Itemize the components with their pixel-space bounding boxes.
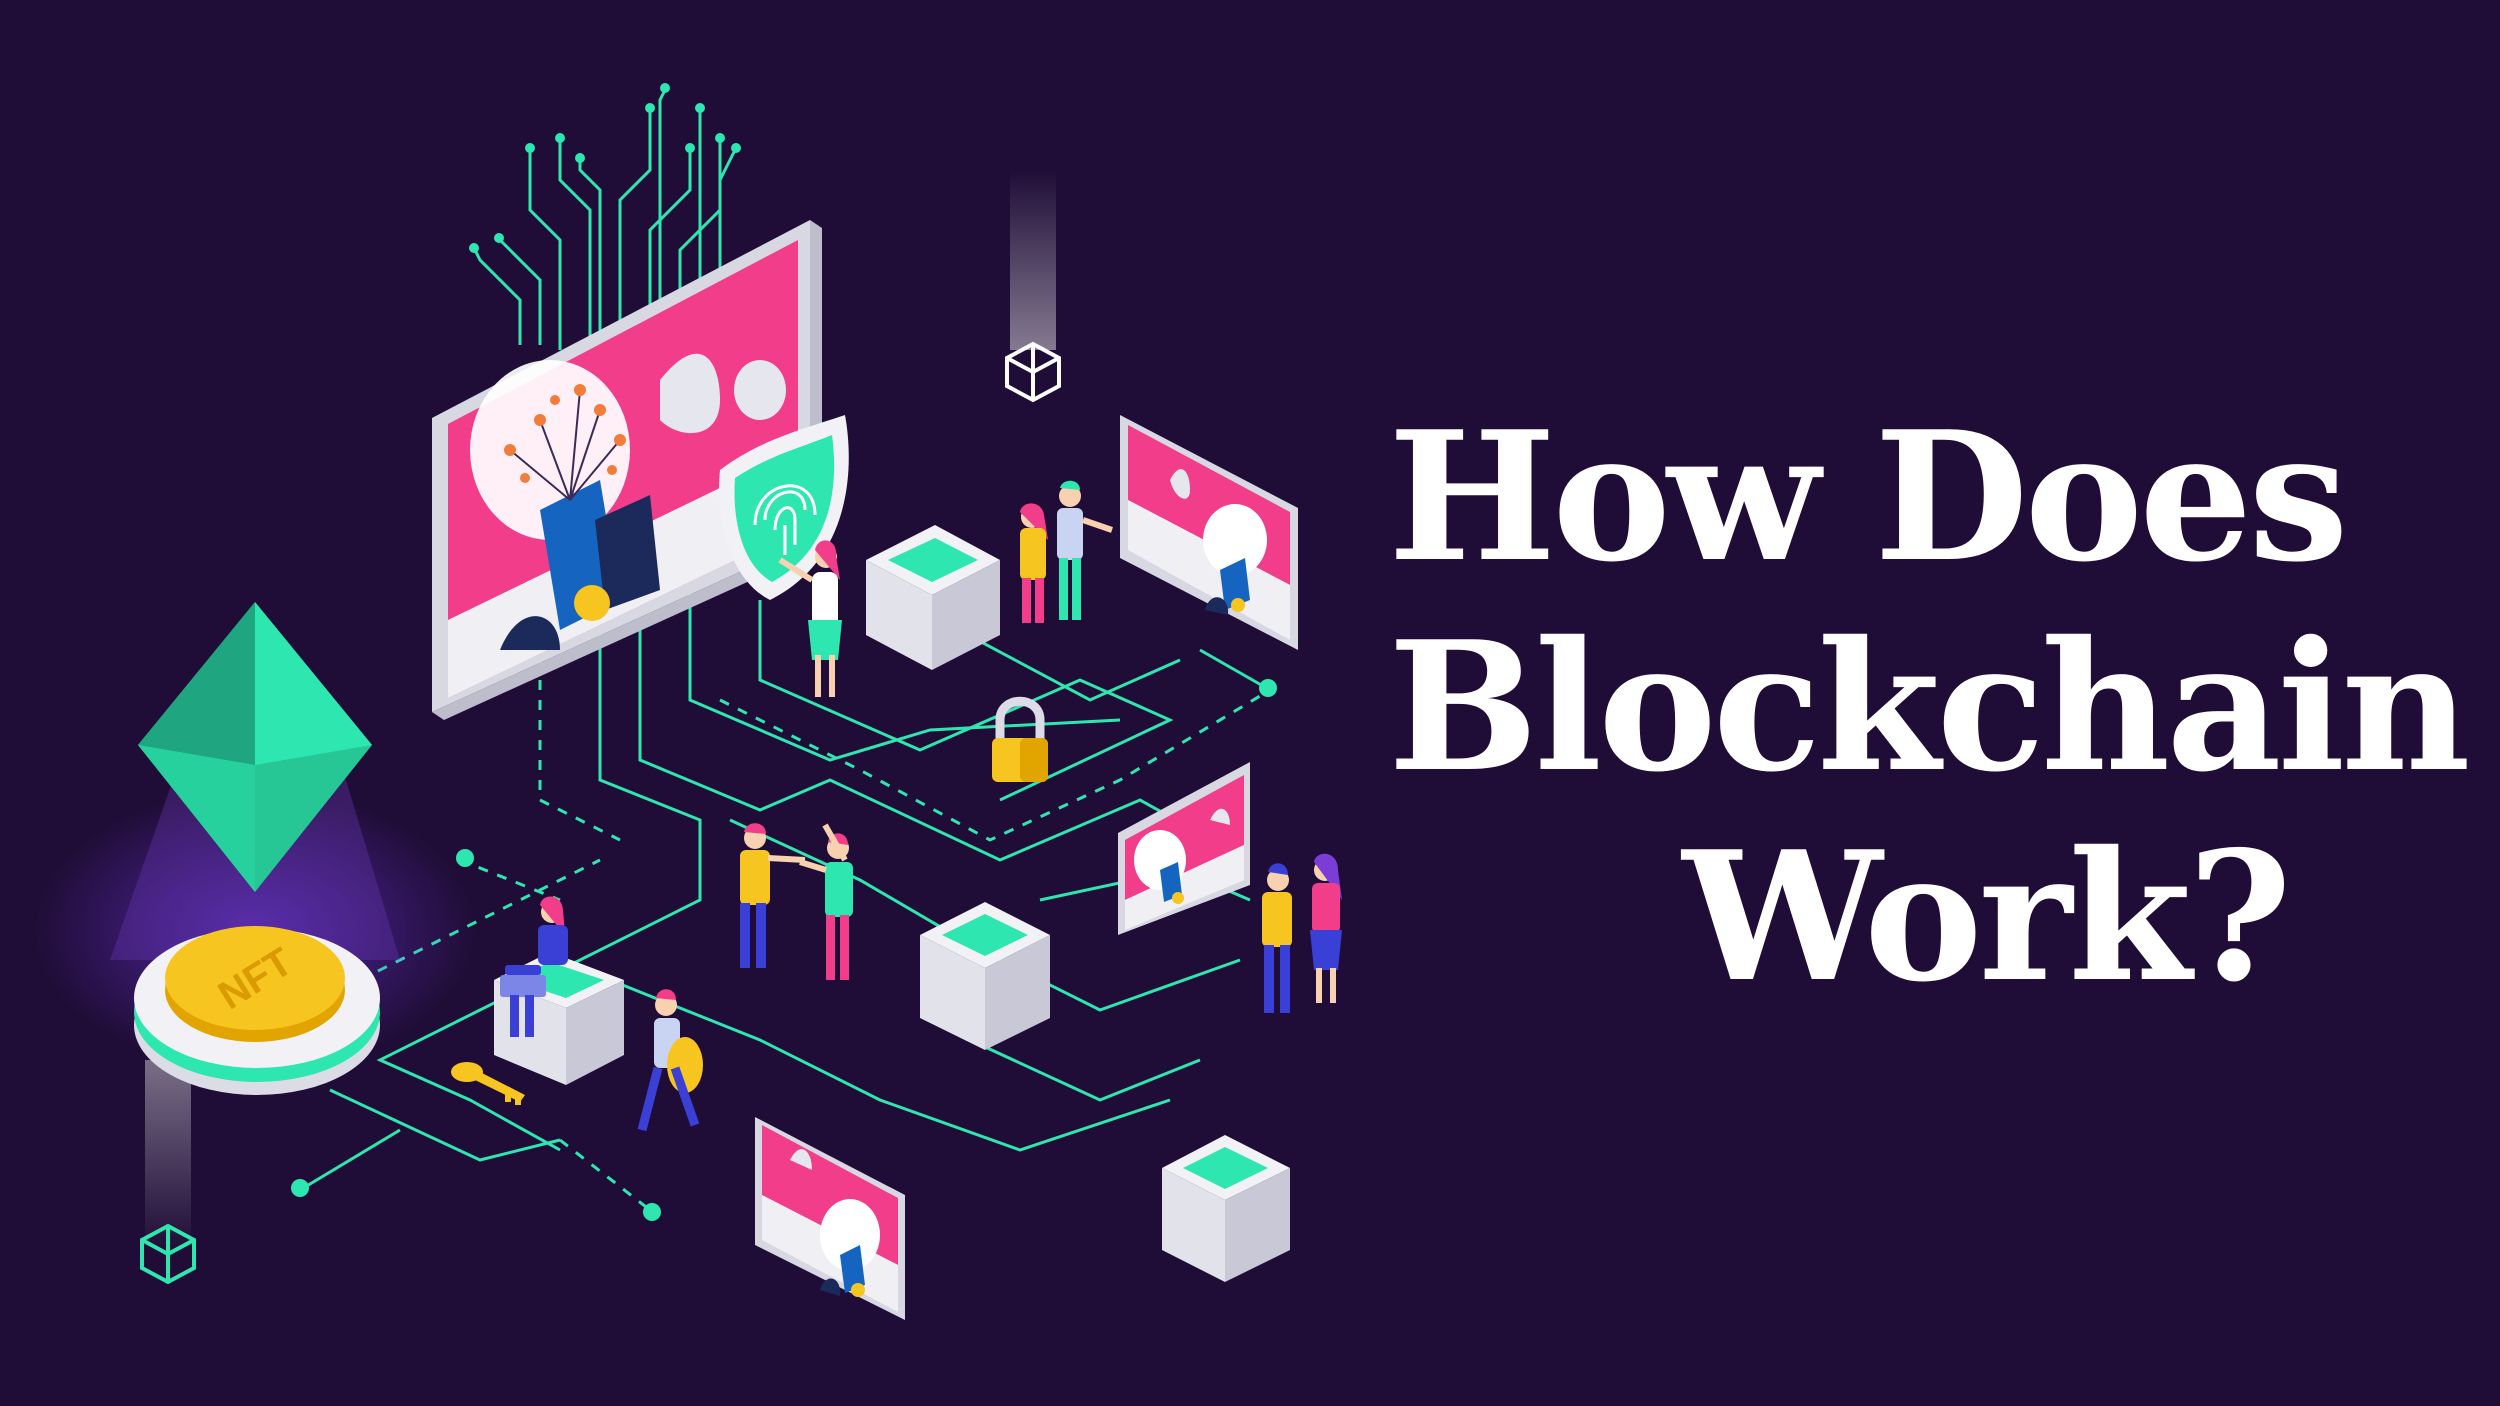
person-figure [1020,503,1048,623]
title-line-2: Blockchain [1388,602,2471,811]
nft-artwork-panel [1120,415,1298,650]
key-icon [451,1062,525,1105]
title-line-1: How Does [1388,392,2349,601]
light-beam-top [1010,170,1056,350]
title-line-3: Work? [1682,812,2292,1021]
ethereum-diamond-icon [138,602,372,892]
page-title: How Does Blockchain Work? [1388,392,2471,1022]
network-endpoints [291,679,1277,1221]
nft-artwork-panel [755,1117,905,1320]
person-figure [1262,863,1292,1013]
block-cube [866,525,1000,670]
nft-artwork-main [432,220,822,720]
fingerprint-shield-icon [719,415,849,600]
block-cube [920,902,1050,1050]
person-figure [799,823,853,980]
person-figure [740,823,806,968]
circuit-tree [473,89,737,350]
nft-coin-icon: NFT [134,926,380,1095]
person-figure [1057,480,1113,620]
cube-icon [1005,341,1061,403]
person-figure [500,896,568,1037]
person-figure [637,989,703,1132]
person-figure [1310,853,1342,1003]
cube-icon [140,1223,196,1285]
block-cube [1162,1135,1290,1282]
light-beam-bottom [145,1060,191,1250]
circuit-nodes [469,83,741,253]
nft-artwork-panel [1118,762,1250,935]
person-figure [778,540,842,697]
padlock-icon [992,696,1048,782]
